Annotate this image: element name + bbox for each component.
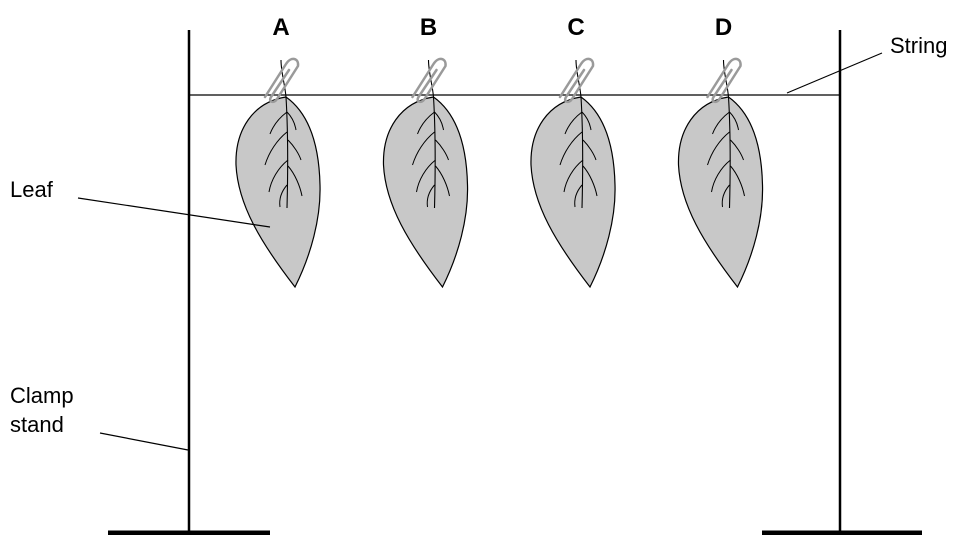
- string-leader-line: [786, 52, 883, 94]
- leaf-vein: [730, 139, 744, 161]
- leaf-c: C: [530, 14, 616, 289]
- leaf-vein: [264, 131, 288, 166]
- leaf-label-group: Leaf: [10, 177, 271, 228]
- clamp-stand-leader-line: [99, 432, 189, 451]
- leaf-vein: [286, 111, 297, 131]
- leaf-blade: [382, 96, 469, 289]
- leaf-vein: [582, 139, 597, 161]
- leaf-letter-a: A: [272, 14, 289, 41]
- clamp-stand-label-line1: Clamp: [10, 383, 74, 408]
- leaf-midrib: [432, 96, 436, 209]
- string-label-group: String: [786, 33, 947, 94]
- leaf-vein: [287, 165, 303, 197]
- leaf-d: D: [677, 14, 764, 289]
- leaf-a: A: [235, 14, 321, 289]
- leaf-letter-d: D: [715, 14, 732, 41]
- leaf-midrib: [580, 96, 584, 209]
- paperclip-icon: [706, 57, 742, 104]
- leaves-group: A B C D: [235, 14, 764, 289]
- leaf-vein: [412, 131, 435, 166]
- leaf-label: Leaf: [10, 177, 54, 202]
- clamp-stand-label-line2: stand: [10, 412, 64, 437]
- leaf-letter-c: C: [567, 14, 584, 41]
- leaf-vein: [559, 131, 583, 166]
- leaf-vein: [434, 111, 444, 131]
- leaf-vein: [564, 111, 583, 135]
- leaf-blade: [677, 96, 764, 289]
- leaf-leader-line: [77, 197, 271, 228]
- leaf-vein: [435, 139, 449, 161]
- paperclip-icon: [558, 57, 595, 104]
- leaf-vein: [574, 184, 583, 208]
- leaf-midrib: [727, 96, 731, 209]
- clamp-stand-right: [762, 30, 922, 535]
- leaf-vein: [707, 131, 730, 166]
- leaf-vein: [416, 159, 436, 193]
- clamp-stand-left: [108, 30, 270, 535]
- leaf-blade: [530, 96, 616, 289]
- leaf-vein: [712, 111, 730, 135]
- leaf-vein: [563, 159, 584, 193]
- leaf-midrib: [285, 96, 289, 209]
- leaf-vein: [582, 165, 598, 197]
- leaf-letter-b: B: [420, 14, 437, 41]
- leaf-vein: [268, 159, 289, 193]
- paperclip-icon: [263, 57, 300, 104]
- paperclip-icon: [411, 57, 447, 104]
- leaf-vein: [435, 165, 450, 197]
- leaf-vein: [417, 111, 435, 135]
- leaf-vein: [269, 111, 288, 135]
- leaf-vein: [729, 111, 739, 131]
- leaf-vein: [287, 139, 302, 161]
- leaf-blade: [235, 96, 321, 289]
- leaf-vein: [730, 165, 745, 197]
- leaf-vein: [721, 184, 730, 208]
- leaf-vein: [279, 184, 288, 208]
- leaf-vein: [711, 159, 731, 193]
- string-label: String: [890, 33, 947, 58]
- leaf-vein: [581, 111, 592, 131]
- leaf-vein: [426, 184, 435, 208]
- leaf-b: B: [382, 14, 469, 289]
- clamp-stand-label-group: Clamp stand: [10, 383, 189, 451]
